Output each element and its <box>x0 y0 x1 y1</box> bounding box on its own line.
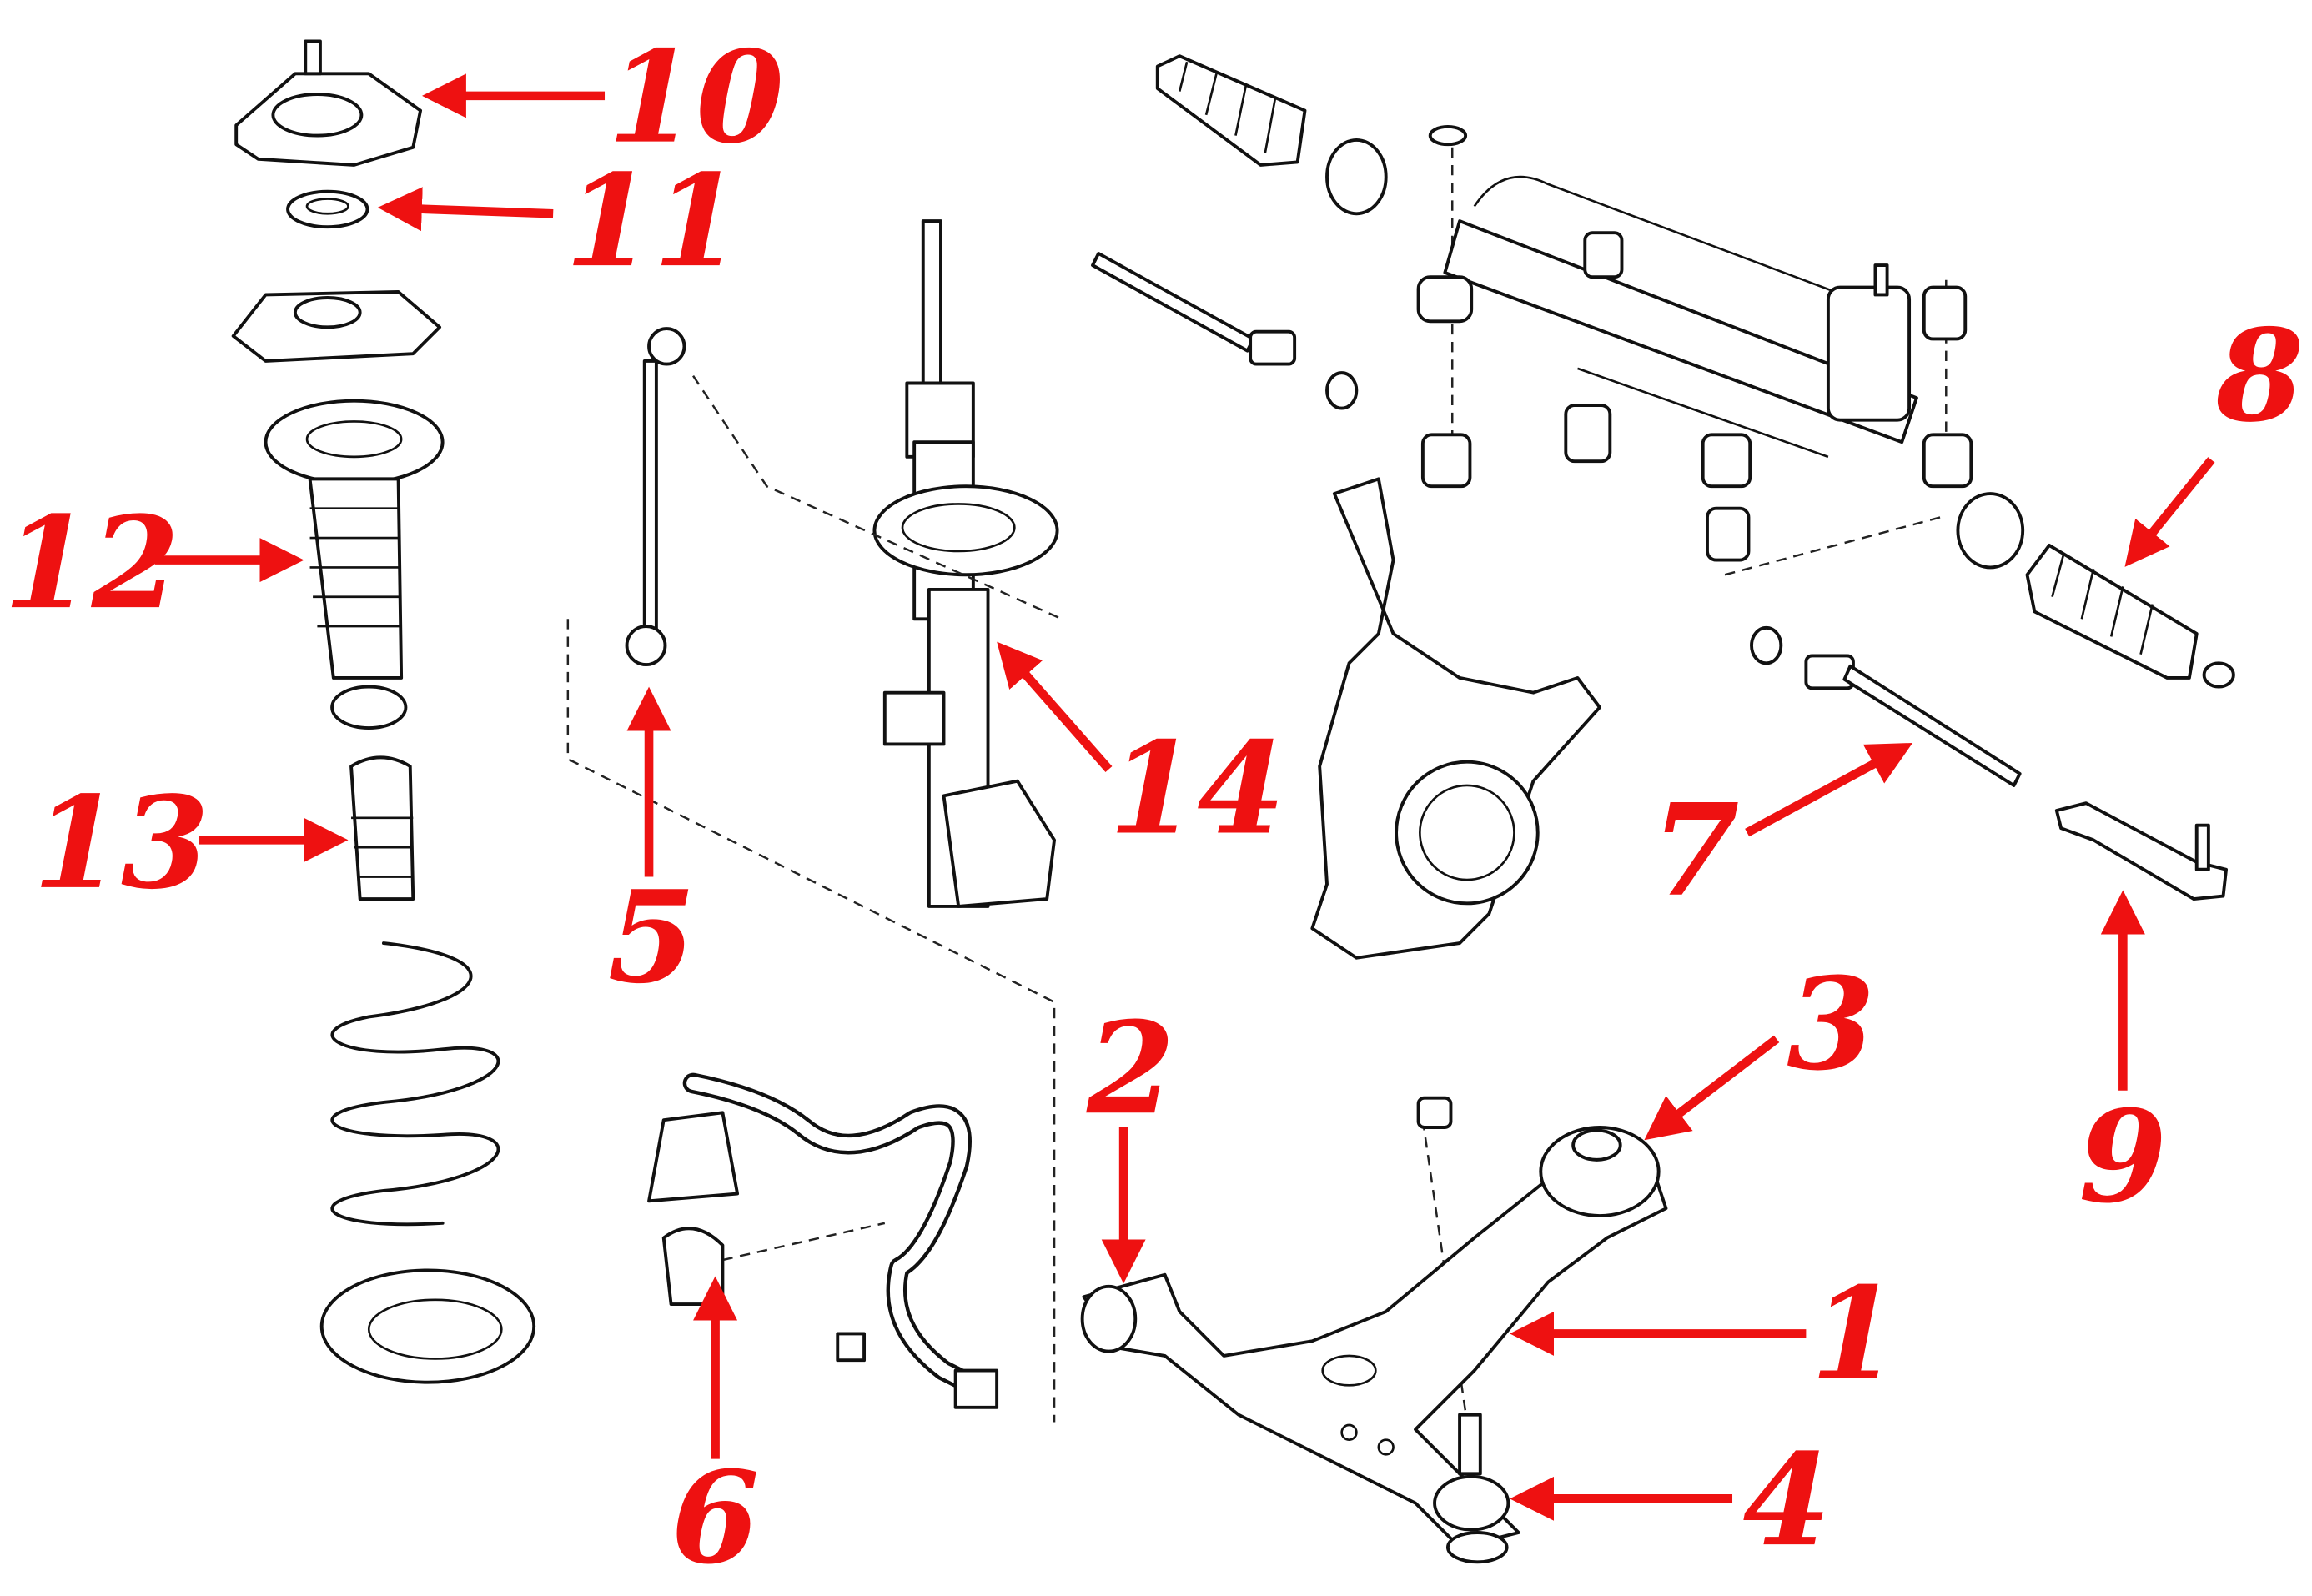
outer-tie-rod-end <box>2054 801 2229 901</box>
callout-label-10: 10 <box>608 23 784 172</box>
callout-label-8: 8 <box>2215 301 2304 450</box>
callout-6: 6 <box>671 1276 760 1592</box>
callout-label-6: 6 <box>671 1443 760 1592</box>
callout-label-11: 11 <box>565 146 741 295</box>
callout-14: 14 <box>997 641 1285 863</box>
callout-4: 4 <box>1510 1425 1831 1574</box>
callout-label-3: 3 <box>1787 949 1875 1098</box>
callout-label-14: 14 <box>1108 714 1284 863</box>
callout-label-13: 13 <box>33 768 209 917</box>
steering-knuckle <box>1310 477 1601 960</box>
callout-label-5: 5 <box>608 862 696 1011</box>
strut-bearing <box>286 189 369 229</box>
coil-spring <box>330 941 500 1227</box>
strut-mount <box>234 39 423 167</box>
dust-boot <box>264 399 445 730</box>
rack-boot-left <box>1155 54 1388 216</box>
inner-tie-rod-left <box>1091 252 1359 410</box>
callout-10: 10 <box>421 23 784 172</box>
shock-absorber-strut <box>872 219 1059 908</box>
callout-13: 13 <box>33 768 349 917</box>
callout-3: 3 <box>1644 949 1875 1141</box>
bump-stop <box>349 755 415 901</box>
inner-tie-rod-right <box>1750 625 2022 787</box>
callout-label-12: 12 <box>3 488 179 637</box>
steering-rack <box>1416 125 1973 562</box>
callout-5: 5 <box>608 686 696 1011</box>
ball-joint <box>1433 1413 1510 1564</box>
stabilizer-link <box>625 327 686 667</box>
spring-seat-upper <box>231 289 442 363</box>
callout-7: 7 <box>1651 742 1913 925</box>
callout-9: 9 <box>2078 890 2167 1231</box>
stabilizer-bar <box>647 1072 999 1409</box>
rack-boot-right <box>1956 492 2235 689</box>
callout-label-4: 4 <box>1742 1425 1831 1574</box>
callout-label-2: 2 <box>1086 993 1175 1142</box>
callout-11: 11 <box>377 146 741 295</box>
callout-label-9: 9 <box>2078 1082 2167 1231</box>
lower-control-arm <box>1080 1096 1668 1549</box>
callout-2: 2 <box>1086 993 1175 1284</box>
callout-label-1: 1 <box>1811 1258 1899 1408</box>
callout-8: 8 <box>2124 301 2304 567</box>
callout-12: 12 <box>3 488 304 637</box>
callout-1: 1 <box>1510 1258 1899 1408</box>
spring-seat-lower <box>319 1268 536 1384</box>
callout-label-7: 7 <box>1651 775 1740 925</box>
